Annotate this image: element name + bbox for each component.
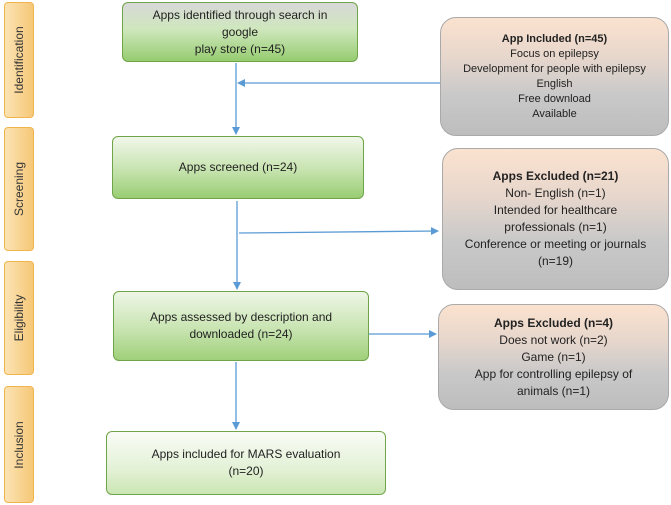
side-box-title: Apps Excluded (n=4) bbox=[493, 315, 614, 330]
side-box-line: Focus on epilepsy bbox=[510, 47, 599, 60]
flow-box-line: Apps included for MARS evaluation bbox=[151, 447, 341, 461]
side-box-line: Does not work (n=2) bbox=[499, 332, 608, 347]
flow-box-line: Apps assessed by description and bbox=[149, 310, 333, 324]
flow-box-included: Apps included for MARS evaluation (n=20) bbox=[106, 431, 386, 495]
side-box-line: Conference or meeting or journals bbox=[464, 237, 647, 251]
side-box-line: Development for people with epilepsy bbox=[463, 62, 646, 75]
side-box-title: App Included (n=45) bbox=[501, 32, 608, 45]
side-box-line: Non- English (n=1) bbox=[505, 186, 606, 200]
side-box-line: Intended for healthcare bbox=[493, 203, 618, 217]
side-box-line: (n=19) bbox=[537, 254, 574, 268]
flow-box-identified: Apps identified through search in google… bbox=[122, 2, 358, 62]
side-box-line: Free download bbox=[518, 92, 591, 105]
side-box-line: Game (n=1) bbox=[521, 349, 586, 364]
side-box-line: App for controlling epilepsy of bbox=[474, 366, 633, 381]
side-box-line: animals (n=1) bbox=[516, 383, 591, 398]
arrow-screened-to-excluded bbox=[238, 227, 439, 236]
stage-identification: Identification bbox=[4, 2, 34, 118]
side-box-line: Available bbox=[532, 107, 577, 120]
flow-box-line: Apps identified through search in google bbox=[152, 7, 328, 39]
flow-box-assessed: Apps assessed by description and downloa… bbox=[113, 291, 369, 361]
side-box-excluded-eligibility: Apps Excluded (n=4) Does not work (n=2) … bbox=[438, 304, 669, 410]
stage-inclusion: Inclusion bbox=[4, 386, 34, 503]
side-box-app-included: App Included (n=45) Focus on epilepsy De… bbox=[440, 17, 669, 136]
stage-eligibility: Eligibility bbox=[4, 261, 34, 375]
side-box-title: Apps Excluded (n=21) bbox=[492, 169, 619, 183]
side-box-line: English bbox=[536, 77, 573, 90]
side-box-excluded-screening: Apps Excluded (n=21) Non- English (n=1) … bbox=[442, 148, 669, 290]
flow-box-line: (n=20) bbox=[228, 464, 264, 478]
side-box-line: professionals (n=1) bbox=[504, 220, 607, 234]
flow-box-line: play store (n=45) bbox=[194, 41, 286, 56]
flow-box-line: downloaded (n=24) bbox=[189, 327, 293, 341]
flow-box-line: Apps screened (n=24) bbox=[178, 160, 298, 174]
flow-box-screened: Apps screened (n=24) bbox=[112, 136, 364, 199]
stage-screening: Screening bbox=[4, 127, 34, 251]
